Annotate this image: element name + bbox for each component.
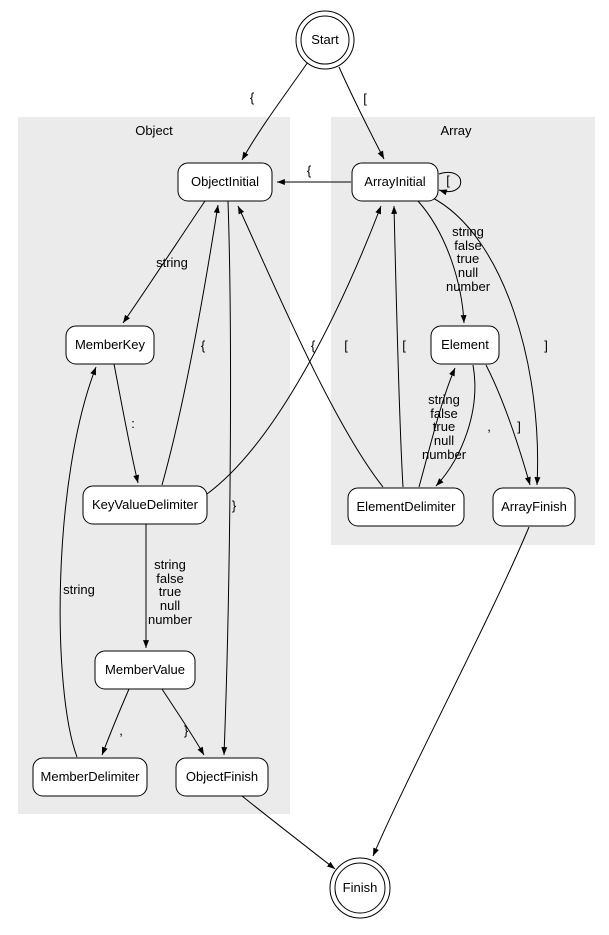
edge-elementdelimiter-to-element bbox=[418, 367, 456, 488]
node-finish bbox=[329, 857, 391, 919]
node-objectinitial bbox=[177, 162, 273, 202]
edge-elementdelimiter-to-objectinitial bbox=[237, 205, 384, 488]
edge-keyvaluedelimiter-to-objectinitial bbox=[161, 204, 220, 486]
edge-layer bbox=[59, 61, 541, 870]
cluster-object bbox=[18, 117, 290, 814]
edge-objectfinish-to-finish bbox=[241, 795, 336, 870]
node-element bbox=[430, 325, 500, 365]
finish-inner-circle bbox=[334, 862, 386, 914]
edge-keyvaluedelimiter-to-arrayinitial bbox=[206, 205, 382, 495]
edge-arrayinitial-self-loop bbox=[438, 172, 462, 196]
node-arrayfinish bbox=[492, 487, 576, 527]
edge-objectinitial-to-objectfinish bbox=[221, 200, 232, 756]
node-arrayinitial bbox=[351, 162, 439, 202]
edge-arrayinitial-to-arrayfinish bbox=[430, 196, 541, 486]
node-start bbox=[295, 10, 355, 70]
edge-arrayinitial-to-element bbox=[417, 200, 467, 324]
edge-membervalue-to-memberdelimiter bbox=[101, 688, 130, 756]
edge-arrayfinish-to-finish bbox=[372, 526, 530, 857]
node-memberkey bbox=[65, 325, 155, 365]
edge-start-to-objectinitial bbox=[241, 61, 309, 161]
node-objectfinish bbox=[175, 757, 269, 797]
edge-elementdelimiter-to-arrayinitial bbox=[391, 205, 404, 488]
start-inner-circle bbox=[300, 15, 350, 65]
edge-membervalue-to-objectfinish bbox=[161, 688, 205, 756]
edge-element-to-elementdelimiter bbox=[435, 364, 476, 487]
edge-element-to-arrayfinish bbox=[485, 364, 531, 486]
node-membervalue bbox=[94, 650, 196, 690]
edge-memberkey-to-keyvaluedelimiter bbox=[113, 363, 140, 484]
edge-start-to-arrayinitial bbox=[338, 66, 385, 160]
node-elementdelimiter bbox=[347, 487, 465, 527]
node-layer bbox=[32, 10, 576, 919]
edge-objectinitial-to-memberkey bbox=[122, 200, 206, 324]
node-keyvaluedelimiter bbox=[82, 485, 208, 525]
node-memberdelimiter bbox=[32, 757, 148, 797]
edge-memberdelimiter-to-memberkey bbox=[59, 366, 97, 758]
